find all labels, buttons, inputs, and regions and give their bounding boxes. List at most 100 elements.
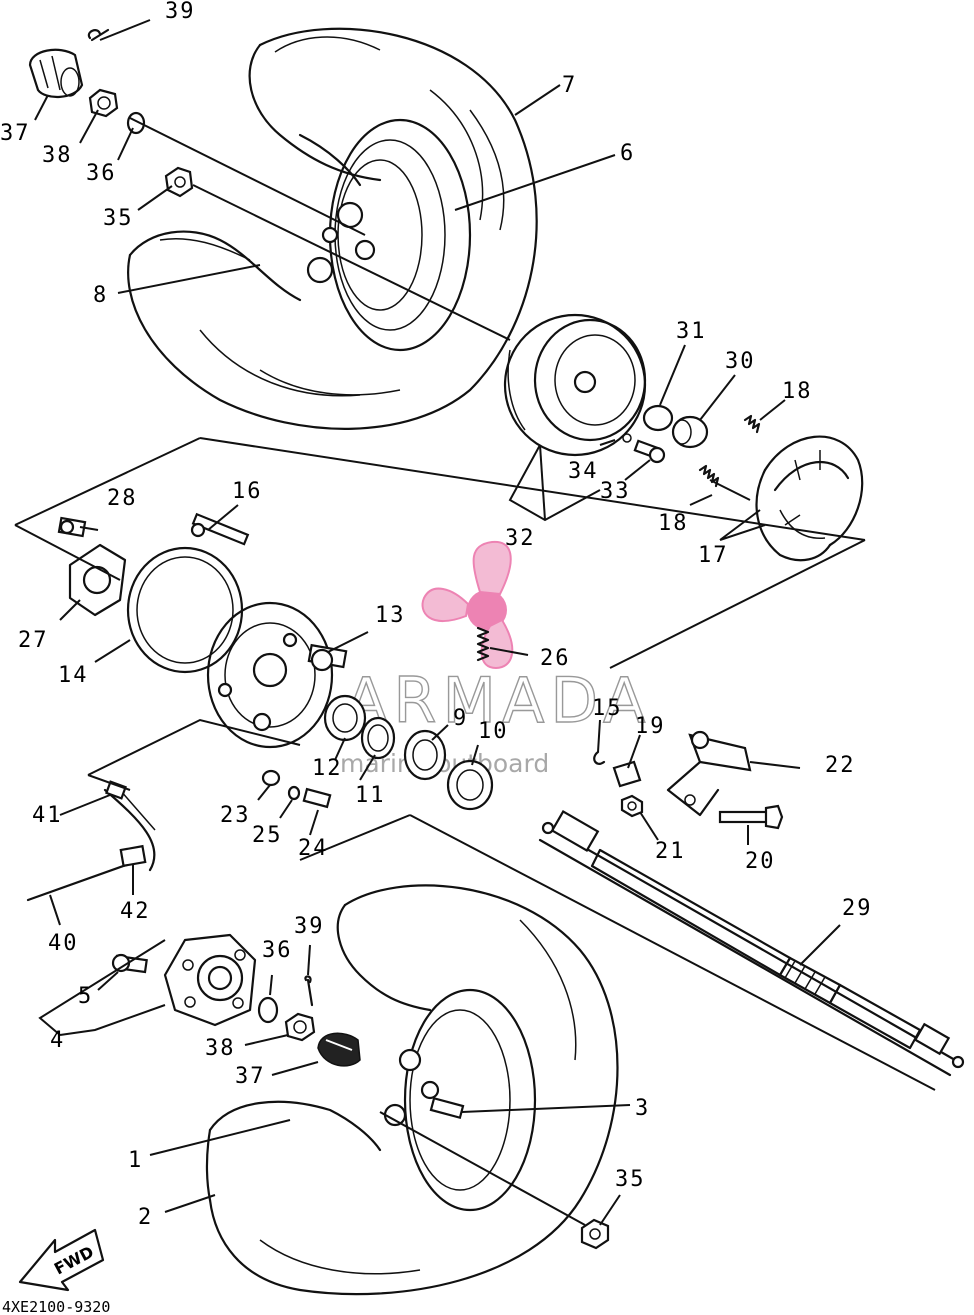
callout-7: 7 (562, 73, 577, 98)
castle-nut-upper (88, 88, 119, 118)
callout-10: 10 (478, 719, 509, 744)
bearing-12 (323, 694, 367, 742)
watermark-title: ARMADA (345, 664, 651, 737)
bolt-33 (633, 439, 666, 464)
oil-seal-11 (360, 716, 396, 760)
cotter-pin-lower (304, 975, 314, 1007)
callout-17: 17 (698, 543, 729, 568)
callout-22: 22 (825, 753, 856, 778)
callout-34: 34 (568, 459, 599, 484)
callout-5: 5 (78, 984, 93, 1009)
bearing-9 (403, 729, 447, 781)
callout-21: 21 (655, 839, 686, 864)
callout-2: 2 (138, 1205, 153, 1230)
wheel-stud (429, 1096, 465, 1120)
castle-nut-lower (284, 1012, 316, 1042)
spring-26 (476, 626, 490, 662)
callout-33: 33 (600, 479, 631, 504)
callout-4: 4 (50, 1028, 65, 1053)
leader-lines (14, 19, 936, 1226)
callout-6: 6 (620, 141, 635, 166)
spring-upper (743, 414, 761, 434)
bolt-28 (57, 516, 87, 538)
propeller-logo-icon (421, 540, 514, 670)
washer-36-upper (126, 111, 146, 135)
brake-drum (503, 313, 647, 457)
callout-15: 15 (592, 696, 623, 721)
callout-36-bottom: 36 (262, 938, 293, 963)
oil-seal-10 (446, 759, 494, 811)
callout-8: 8 (93, 283, 108, 308)
callout-38-bottom: 38 (205, 1036, 236, 1061)
callout-24: 24 (298, 836, 329, 861)
callout-18-top: 18 (782, 379, 813, 404)
callout-1: 1 (128, 1148, 143, 1173)
callout-28: 28 (107, 486, 138, 511)
callout-29: 29 (842, 896, 873, 921)
part-code: 4XE2100-9320 (2, 1298, 110, 1315)
callout-23: 23 (220, 803, 251, 828)
lower-tire (205, 884, 619, 1296)
callout-35-top: 35 (103, 206, 134, 231)
callout-40: 40 (48, 931, 79, 956)
cotter-pin-upper (87, 28, 110, 42)
callout-37-top: 37 (0, 121, 31, 146)
bolt-24 (302, 787, 332, 809)
bolt-20 (718, 804, 784, 830)
callout-16: 16 (232, 479, 263, 504)
callout-39-top: 39 (165, 0, 196, 24)
lock-plate (68, 543, 127, 617)
upper-rim (128, 118, 472, 352)
callout-42: 42 (120, 899, 151, 924)
callout-26: 26 (540, 646, 571, 671)
clamp-42 (119, 844, 147, 868)
callout-14: 14 (58, 663, 89, 688)
washer-23 (261, 769, 281, 787)
bolt-16 (190, 512, 250, 546)
callout-38-top: 38 (42, 143, 73, 168)
callout-19: 19 (635, 714, 666, 739)
callout-31: 31 (676, 319, 707, 344)
callout-39-bottom: 39 (294, 914, 325, 939)
wheel-nut-lower (580, 1218, 610, 1250)
brake-arm (666, 730, 752, 817)
forward-label: FWD (51, 1242, 97, 1278)
callout-25: 25 (252, 823, 283, 848)
callout-35-bottom: 35 (615, 1167, 646, 1192)
nut-21 (620, 794, 644, 818)
callout-32: 32 (505, 526, 536, 551)
washer-25 (287, 785, 301, 801)
spring-lower (698, 464, 720, 488)
callout-37-bottom: 37 (235, 1064, 266, 1089)
washer-34 (622, 433, 632, 443)
callout-12: 12 (312, 756, 343, 781)
callout-labels: 39 37 38 36 35 7 6 8 31 30 18 34 33 18 1… (0, 0, 873, 1230)
brake-shoes (755, 435, 864, 562)
rear-axle (538, 809, 965, 1077)
callout-30: 30 (725, 349, 756, 374)
callout-9: 9 (453, 706, 468, 731)
seal-ring (126, 546, 244, 674)
o-ring (642, 404, 674, 432)
callout-41: 41 (32, 803, 63, 828)
callout-11: 11 (355, 783, 386, 808)
lower-rim (383, 988, 537, 1212)
clip-15 (593, 750, 606, 765)
wheel-nut-upper (164, 166, 194, 198)
brake-rod (26, 788, 156, 902)
hub-cap-lower (317, 1032, 361, 1067)
pin-19 (612, 760, 642, 788)
callout-18-bottom: 18 (658, 511, 689, 536)
camshaft (307, 643, 348, 672)
washer-36-lower (257, 996, 279, 1024)
upper-tire (127, 27, 538, 430)
callout-27: 27 (18, 628, 49, 653)
collar (671, 415, 709, 449)
brake-panel (206, 601, 334, 749)
callout-3: 3 (635, 1096, 650, 1121)
callout-36-top: 36 (86, 161, 117, 186)
callout-20: 20 (745, 849, 776, 874)
hub-cap-upper (28, 48, 84, 98)
callout-13: 13 (375, 603, 406, 628)
